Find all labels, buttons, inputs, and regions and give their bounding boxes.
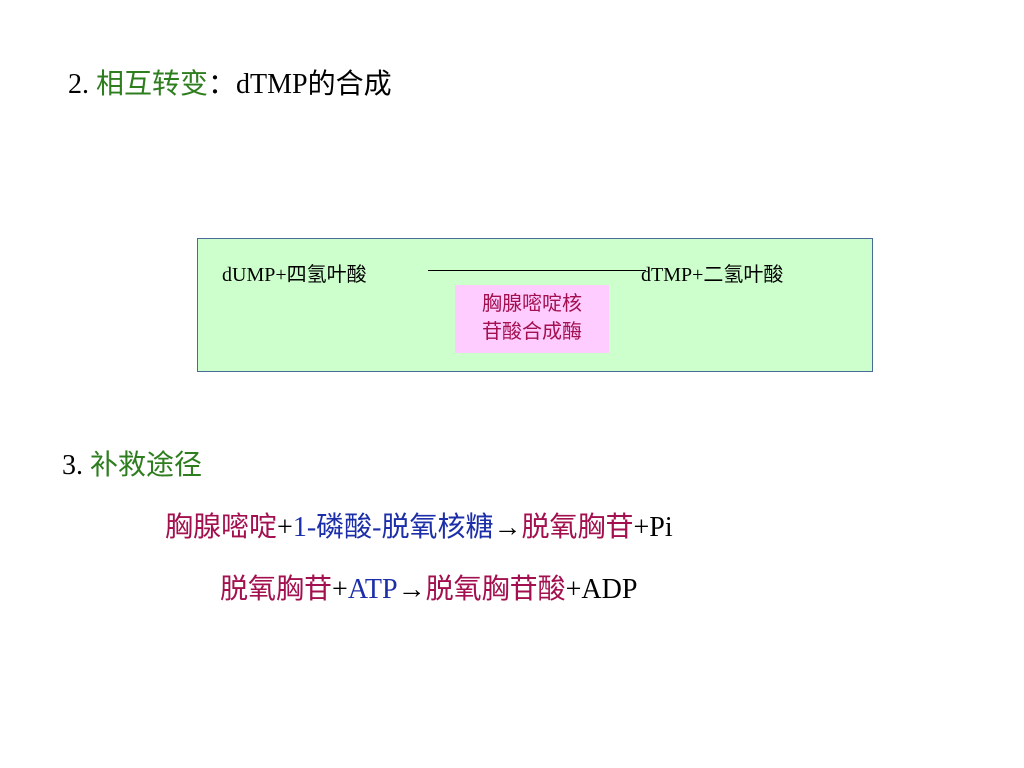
eq2-dtmp: 脱氧胸苷酸 <box>425 574 566 605</box>
enzyme-label-line-2: 苷酸合成酶 <box>482 321 582 343</box>
eq1-pi: +Pi <box>633 512 673 543</box>
salvage-equation-2: 脱氧胸苷+ATP→脱氧胸苷酸+ADP <box>220 573 637 607</box>
eq1-thymine: 胸腺嘧啶 <box>165 512 278 543</box>
section-2-number: 2. <box>68 69 96 100</box>
reaction-substrate: dUMP+四氢叶酸 <box>222 264 367 286</box>
enzyme-label: 胸腺嘧啶核 苷酸合成酶 <box>455 285 609 353</box>
salvage-equation-1: 胸腺嘧啶+1-磷酸-脱氧核糖→脱氧胸苷+Pi <box>165 511 673 545</box>
eq2-arrow: → <box>397 574 426 605</box>
reaction-product: dTMP+二氢叶酸 <box>641 264 784 286</box>
enzyme-label-line-1: 胸腺嘧啶核 <box>482 293 582 315</box>
eq2-atp: ATP <box>347 574 398 605</box>
section-3-title: 补救途径 <box>90 450 203 481</box>
section-2-title: 相互转变 <box>96 69 209 100</box>
eq1-arrow: → <box>493 512 522 543</box>
eq2-adp: +ADP <box>565 574 638 605</box>
section-3-heading: 3. 补救途径 <box>62 449 202 483</box>
eq1-plus: + <box>277 512 293 543</box>
section-2-colon: ： <box>208 69 237 100</box>
eq2-thymidine: 脱氧胸苷 <box>220 574 333 605</box>
eq2-plus: + <box>332 574 348 605</box>
section-2-subtitle: dTMP的合成 <box>236 69 392 100</box>
reaction-arrow-line <box>428 270 646 271</box>
section-3-number: 3. <box>62 450 90 481</box>
eq1-deoxyribose-phosphate: 1-磷酸-脱氧核糖 <box>292 512 494 543</box>
section-2-heading: 2. 相互转变：dTMP的合成 <box>68 68 392 102</box>
reaction-box: dUMP+四氢叶酸 dTMP+二氢叶酸 胸腺嘧啶核 苷酸合成酶 <box>197 238 873 372</box>
eq1-thymidine: 脱氧胸苷 <box>521 512 634 543</box>
